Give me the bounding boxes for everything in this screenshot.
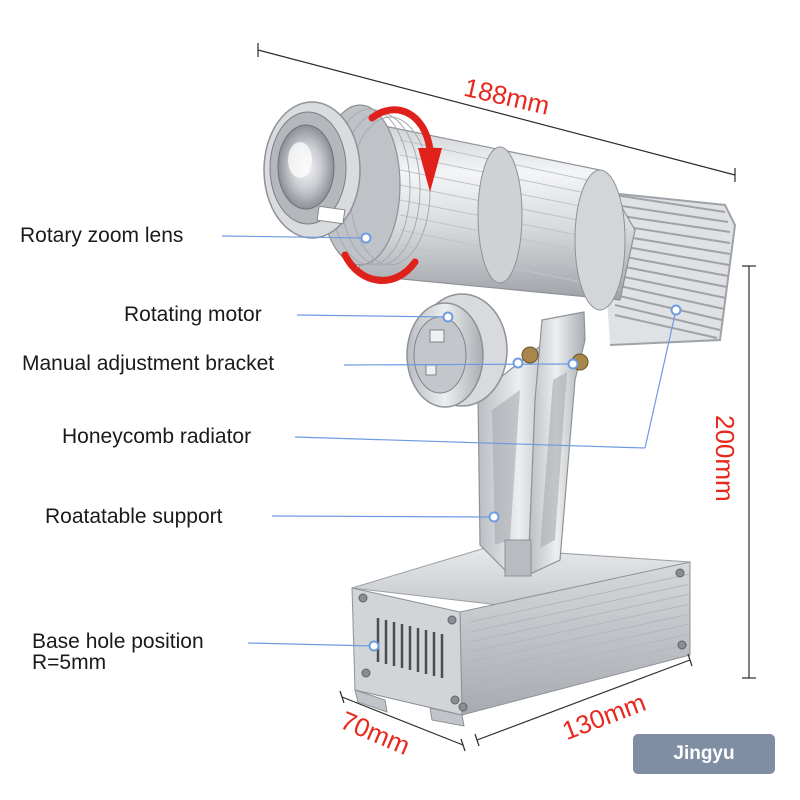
label-base-hole-radius: R=5mm xyxy=(32,651,107,674)
label-base-hole-position: Base hole position xyxy=(32,630,204,653)
brand-badge: Jingyu xyxy=(633,734,775,774)
label-rotary-zoom-lens: Rotary zoom lens xyxy=(20,224,184,247)
rotatable-support xyxy=(477,311,589,577)
label-manual-adjustment-bracket: Manual adjustment bracket xyxy=(22,352,275,375)
dimension-height: 200mm xyxy=(710,415,740,502)
rotating-motor xyxy=(406,293,508,408)
label-rotating-motor: Rotating motor xyxy=(124,303,262,326)
label-honeycomb-radiator: Honeycomb radiator xyxy=(62,425,252,448)
label-rotatable-support: Roatatable support xyxy=(45,505,223,528)
leader-lines xyxy=(221,235,677,647)
rotary-zoom-lens xyxy=(263,101,431,266)
leader-dots xyxy=(360,232,682,652)
dimension-lines xyxy=(257,43,756,752)
base-box xyxy=(351,547,691,727)
vent-slots xyxy=(376,618,444,678)
rotation-arrow xyxy=(341,106,442,284)
